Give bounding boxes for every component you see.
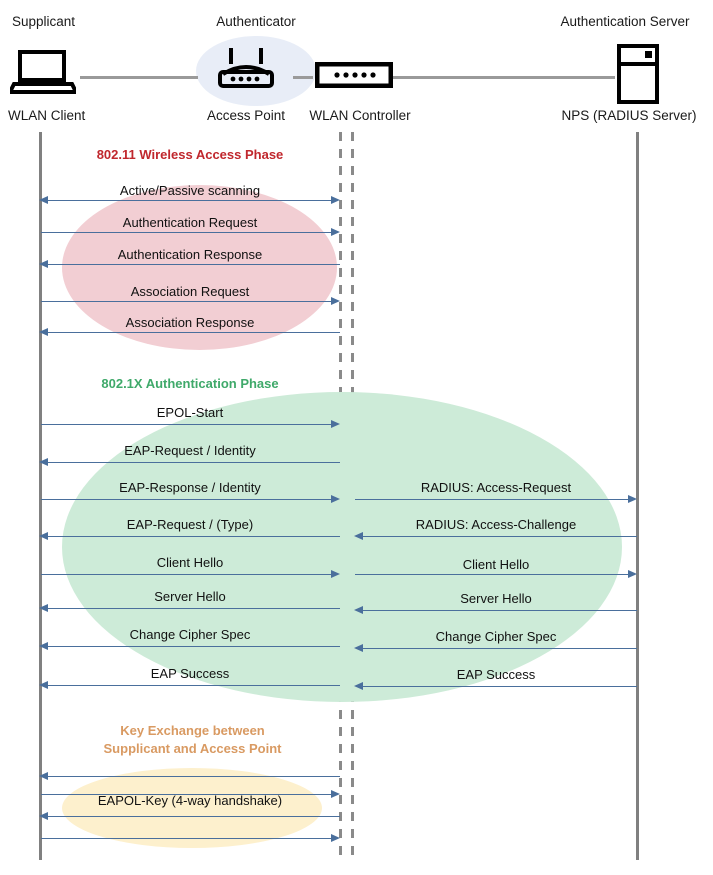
message-arrow-line — [48, 776, 340, 777]
message-arrow-line — [363, 610, 637, 611]
lifeline-auth-server — [636, 132, 639, 860]
arrowhead-left — [354, 532, 363, 540]
message-arrow-line — [355, 574, 629, 575]
network-switch-icon — [314, 61, 394, 93]
message-arrow-line — [41, 794, 332, 795]
message-arrow-line — [41, 301, 332, 302]
message-arrow-line — [48, 462, 340, 463]
phase-label-key-exchange-line1: Key Exchange between — [120, 723, 265, 738]
arrowhead-left — [39, 812, 48, 820]
arrowhead-right — [331, 834, 340, 842]
lifeline-supplicant — [39, 132, 42, 860]
message-label: RADIUS: Access-Challenge — [415, 517, 577, 532]
arrowhead-right — [331, 570, 340, 578]
message-label: Client Hello — [156, 555, 224, 570]
message-label: EAP Success — [150, 666, 230, 681]
actor-name-wlan-client: WLAN Client — [8, 108, 86, 123]
actor-role-supplicant: Supplicant — [12, 14, 76, 29]
arrowhead-right — [331, 790, 340, 798]
message-arrow-line — [41, 574, 332, 575]
phase-blob-80211 — [62, 185, 337, 350]
arrowhead-right — [331, 420, 340, 428]
message-arrow-line — [41, 499, 332, 500]
actor-name-wlan-controller: WLAN Controller — [309, 108, 411, 123]
arrowhead-left — [39, 642, 48, 650]
message-label: Authentication Request — [122, 215, 258, 230]
server-tower-icon — [616, 44, 660, 109]
message-arrow-line — [355, 499, 629, 500]
arrowhead-right — [628, 495, 637, 503]
message-label: Server Hello — [154, 589, 226, 604]
phase-blob-8021x — [62, 392, 622, 702]
arrowhead-right — [331, 495, 340, 503]
arrowhead-left — [39, 260, 48, 268]
message-arrow-line — [363, 648, 637, 649]
arrowhead-left — [354, 644, 363, 652]
message-arrow-line — [48, 646, 340, 647]
message-arrow-line — [48, 608, 340, 609]
phase-label-key-exchange-line2: Supplicant and Access Point — [103, 741, 282, 756]
arrowhead-right — [331, 297, 340, 305]
arrowhead-left — [39, 196, 48, 204]
message-label: Active/Passive scanning — [119, 183, 261, 198]
arrowhead-right — [331, 196, 340, 204]
message-arrow-line — [41, 424, 332, 425]
arrowhead-left — [354, 606, 363, 614]
message-arrow-line — [48, 816, 340, 817]
message-label: RADIUS: Access-Request — [420, 480, 572, 495]
arrowhead-left — [39, 328, 48, 336]
message-arrow-line — [48, 200, 332, 201]
wire-client-to-ap — [80, 76, 198, 79]
arrowhead-left — [39, 532, 48, 540]
eapol-key-handshake-label: EAPOL-Key (4-way handshake) — [97, 793, 283, 808]
message-arrow-line — [48, 332, 340, 333]
wire-ap-to-controller — [293, 76, 313, 79]
arrowhead-right — [331, 228, 340, 236]
message-label: Authentication Response — [117, 247, 263, 262]
message-label: EAP-Request / (Type) — [126, 517, 254, 532]
message-label: Association Request — [130, 284, 250, 299]
arrowhead-right — [628, 570, 637, 578]
phase-blob-key-exchange — [62, 768, 322, 848]
message-label: Change Cipher Spec — [129, 627, 251, 642]
message-label: EAP-Response / Identity — [119, 480, 261, 495]
arrowhead-left — [39, 772, 48, 780]
message-arrow-line — [48, 536, 340, 537]
message-arrow-line — [363, 686, 637, 687]
arrowhead-left — [39, 681, 48, 689]
message-arrow-line — [363, 536, 637, 537]
message-label: Association Response — [125, 315, 255, 330]
phase-label-8021x: 802.1X Authentication Phase — [101, 376, 279, 391]
message-label: EAP Success — [456, 667, 536, 682]
message-arrow-line — [48, 685, 340, 686]
arrowhead-left — [39, 604, 48, 612]
phase-label-key-exchange: Key Exchange between Supplicant and Acce… — [55, 722, 330, 758]
message-label: EPOL-Start — [156, 405, 224, 420]
message-label: EAP-Request / Identity — [124, 443, 256, 458]
message-label: Client Hello — [462, 557, 530, 572]
message-arrow-line — [41, 232, 332, 233]
actor-name-nps-server: NPS (RADIUS Server) — [561, 108, 697, 123]
arrowhead-left — [39, 458, 48, 466]
message-arrow-line — [48, 264, 340, 265]
actor-name-access-point: Access Point — [206, 108, 286, 123]
message-label: Server Hello — [460, 591, 532, 606]
actor-role-auth-server: Authentication Server — [560, 14, 690, 29]
wireless-router-icon — [215, 46, 277, 99]
phase-label-80211: 802.11 Wireless Access Phase — [96, 147, 284, 162]
wire-controller-to-server — [393, 76, 615, 79]
actor-role-authenticator: Authenticator — [216, 14, 296, 29]
message-label: Change Cipher Spec — [435, 629, 557, 644]
arrowhead-left — [354, 682, 363, 690]
laptop-icon — [6, 50, 80, 99]
message-arrow-line — [41, 838, 332, 839]
